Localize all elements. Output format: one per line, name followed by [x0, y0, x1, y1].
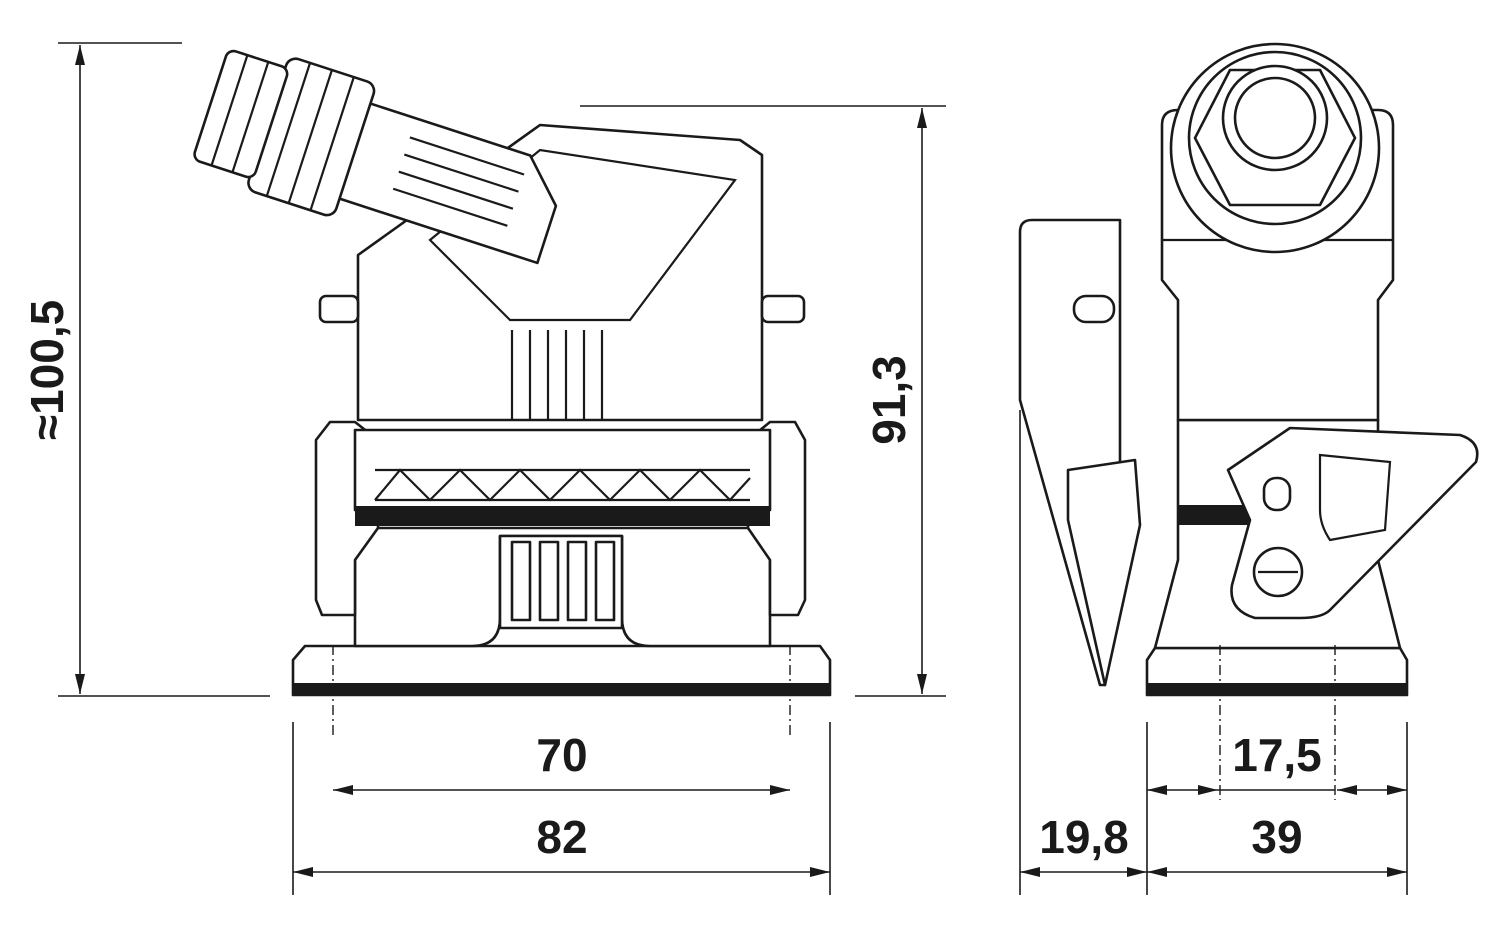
side-lever-slot	[1318, 453, 1392, 542]
dim-side-hole-spacing: 17,5	[1232, 729, 1322, 781]
front-pin-right	[760, 294, 806, 324]
front-vent-slots	[498, 534, 624, 630]
front-pin-left	[318, 294, 360, 324]
side-cover-pin	[1072, 294, 1116, 324]
side-lever-stud	[1262, 476, 1292, 512]
dimension-lines	[58, 42, 1408, 895]
side-cover-hinge	[1066, 458, 1142, 687]
dim-side-flap-depth: 19,8	[1039, 811, 1129, 863]
dim-front-width: 82	[536, 811, 587, 863]
dim-body-height: 91,3	[863, 355, 915, 445]
front-view	[193, 49, 832, 735]
front-base-gasket	[293, 683, 830, 695]
dim-side-width: 39	[1251, 811, 1302, 863]
front-hood-ribs	[510, 330, 604, 420]
front-truss	[374, 468, 751, 502]
dim-front-hole-spacing: 70	[536, 729, 587, 781]
side-view	[1018, 42, 1479, 800]
side-cable-gland	[1169, 42, 1381, 254]
front-cable-gland	[193, 49, 558, 265]
front-frame-seal	[355, 506, 770, 526]
dim-overall-height: ≈100,5	[21, 300, 73, 440]
side-base-gasket	[1147, 683, 1407, 695]
